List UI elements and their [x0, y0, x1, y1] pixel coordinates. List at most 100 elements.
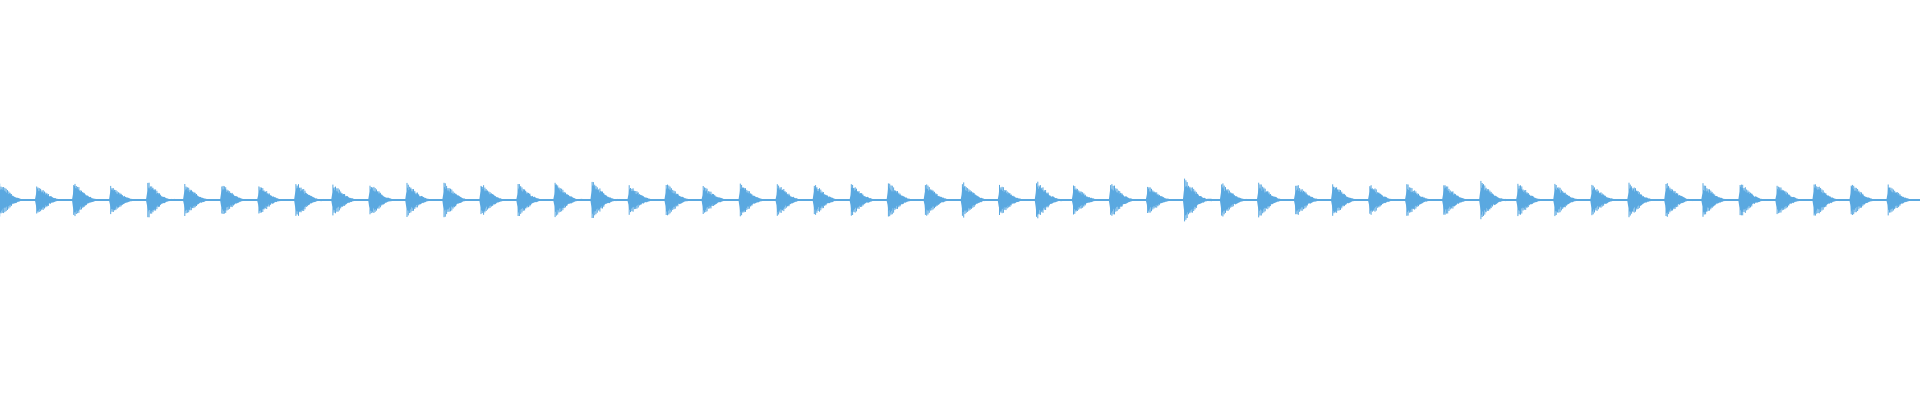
waveform-spike [1628, 182, 1630, 218]
waveform-spike [1599, 192, 1601, 208]
waveform-spike [1148, 187, 1150, 213]
waveform-spike [447, 188, 449, 212]
waveform-spike [1816, 186, 1818, 214]
waveform-spike [784, 191, 786, 209]
waveform-spike [635, 191, 637, 209]
waveform-spike [1194, 190, 1196, 210]
waveform-spike [1777, 186, 1779, 214]
waveform-spike [965, 187, 967, 213]
waveform-spike [1521, 186, 1523, 214]
waveform-spike [299, 187, 301, 213]
waveform-spike [452, 191, 454, 209]
waveform-spike [78, 187, 80, 213]
waveform-spike [751, 194, 753, 206]
waveform-spike [1112, 185, 1114, 215]
waveform-spike [1781, 189, 1783, 211]
waveform-spike [1300, 189, 1302, 211]
waveform-spike [262, 188, 264, 212]
waveform-spike [121, 195, 123, 205]
waveform-spike [1743, 188, 1745, 212]
waveform-spike [640, 195, 642, 205]
waveform-spike [75, 186, 77, 214]
waveform-spike [1821, 189, 1823, 211]
waveform-spike [307, 193, 309, 207]
waveform-spike [233, 194, 234, 206]
waveform-spike [295, 184, 297, 216]
waveform-spike [155, 189, 157, 211]
waveform-spike [1004, 190, 1006, 210]
waveform-spike [554, 182, 556, 218]
waveform-spike [817, 189, 819, 211]
waveform-spike [337, 188, 339, 212]
waveform-spike [111, 188, 113, 212]
waveform-spike [1184, 178, 1186, 222]
waveform-spike [184, 184, 186, 216]
waveform-spike [562, 189, 564, 211]
waveform-spike [303, 189, 305, 211]
waveform-spike [1566, 194, 1568, 206]
waveform-spike [1555, 185, 1557, 215]
waveform-spike [1675, 192, 1677, 208]
waveform-spike [741, 184, 743, 216]
waveform-spike [304, 190, 306, 210]
waveform-spike [748, 191, 750, 209]
waveform-spike [1297, 185, 1299, 215]
waveform-spike [1444, 185, 1446, 215]
waveform-spike [713, 194, 715, 206]
waveform-spike [820, 189, 822, 211]
waveform-spike [1225, 187, 1226, 213]
waveform-spike [1226, 189, 1228, 211]
waveform-spike [776, 184, 778, 216]
waveform-spike [1074, 186, 1076, 214]
waveform-pulse [0, 188, 27, 213]
waveform-spike [1859, 191, 1861, 208]
waveform-spike [1263, 187, 1265, 213]
waveform-spike [226, 189, 228, 211]
waveform-spike [517, 184, 519, 216]
waveform-spike [599, 188, 601, 212]
waveform-spike [602, 191, 603, 209]
waveform-spike [1260, 184, 1262, 216]
waveform-spike [788, 193, 790, 207]
waveform-spike [1117, 190, 1119, 210]
waveform-spike [525, 191, 527, 209]
waveform-spike [84, 194, 86, 206]
waveform-spike [747, 190, 749, 209]
waveform-spike [1147, 186, 1149, 213]
waveform-spike [858, 191, 860, 209]
waveform-spike [77, 186, 79, 214]
waveform-spike [114, 189, 116, 211]
waveform-spike [1082, 192, 1084, 208]
waveform-spike [1892, 189, 1894, 211]
waveform-spike [340, 191, 342, 209]
waveform-spike [1889, 187, 1890, 213]
waveform-spike [451, 189, 453, 211]
waveform-spike [1121, 193, 1123, 207]
waveform-spike [381, 194, 383, 206]
waveform-spike [194, 192, 196, 208]
waveform-spike [225, 187, 227, 213]
waveform-spike [1381, 194, 1382, 206]
waveform-spike [676, 193, 678, 207]
waveform-spike [10, 194, 12, 206]
waveform-spike [1666, 183, 1668, 217]
waveform-spike [159, 193, 160, 207]
waveform-spike [591, 181, 593, 218]
waveform-spike [596, 187, 598, 213]
waveform-spike [116, 191, 118, 209]
waveform-spike [1776, 185, 1778, 215]
waveform-spike [120, 193, 122, 207]
waveform-spike [1817, 187, 1819, 213]
waveform-spike [815, 185, 817, 215]
waveform-spike [630, 188, 631, 213]
waveform-spike [342, 194, 344, 206]
waveform-spike [1230, 192, 1232, 208]
waveform-spike [1861, 192, 1862, 208]
waveform-spike [887, 183, 889, 217]
waveform-spike [1, 187, 3, 213]
waveform-spike [1710, 190, 1712, 210]
waveform-spike [1305, 192, 1307, 208]
waveform-spike [1301, 189, 1303, 211]
waveform-spike [484, 187, 486, 213]
waveform-spike [518, 184, 520, 216]
